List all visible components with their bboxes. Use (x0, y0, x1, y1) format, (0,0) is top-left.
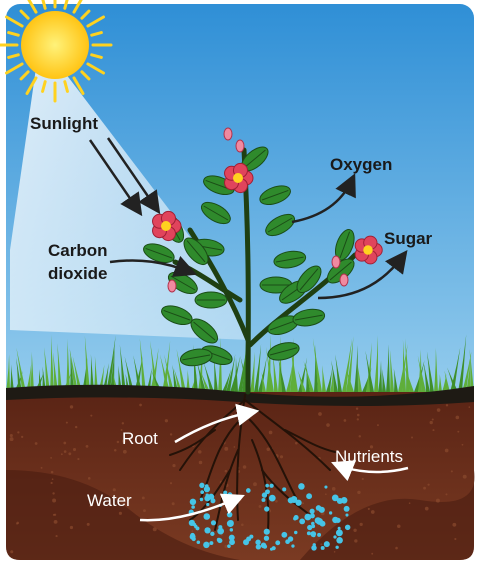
sugar-label: Sugar (384, 229, 433, 248)
sunlight-label: Sunlight (30, 114, 98, 133)
oxygen-label: Oxygen (330, 155, 392, 174)
root-label: Root (122, 429, 158, 448)
carbon-dioxide-label-line2: dioxide (48, 264, 108, 283)
water-label: Water (87, 491, 132, 510)
carbon-dioxide-label-line1: Carbon (48, 241, 108, 260)
nutrients-label: Nutrients (335, 447, 403, 466)
